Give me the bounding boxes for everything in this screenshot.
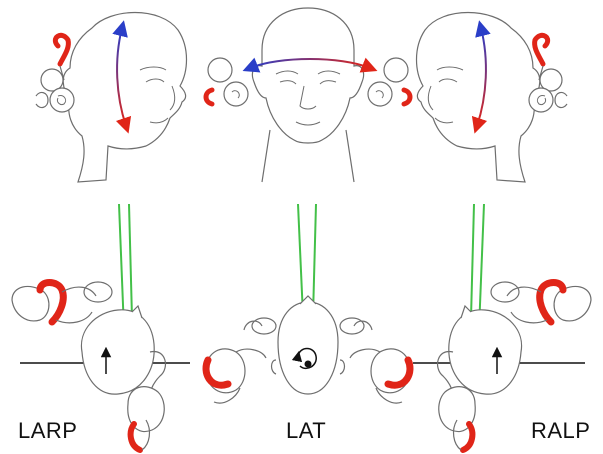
center-inner-ear-right bbox=[368, 58, 410, 106]
right-head-front bbox=[417, 13, 568, 183]
center-canal-cluster-right bbox=[340, 318, 410, 403]
center-head-front bbox=[252, 8, 363, 182]
center-head-top-view bbox=[272, 296, 345, 394]
left-head-top-view bbox=[81, 306, 154, 394]
center-inner-ear-left bbox=[206, 58, 248, 106]
center-canal-cluster-left bbox=[206, 318, 276, 403]
left-head-front bbox=[63, 13, 186, 183]
label-ralp: RALP bbox=[531, 418, 590, 444]
left-canal-cluster-upper bbox=[12, 282, 112, 323]
label-lat: LAT bbox=[286, 418, 326, 444]
label-larp: LARP bbox=[18, 418, 77, 444]
